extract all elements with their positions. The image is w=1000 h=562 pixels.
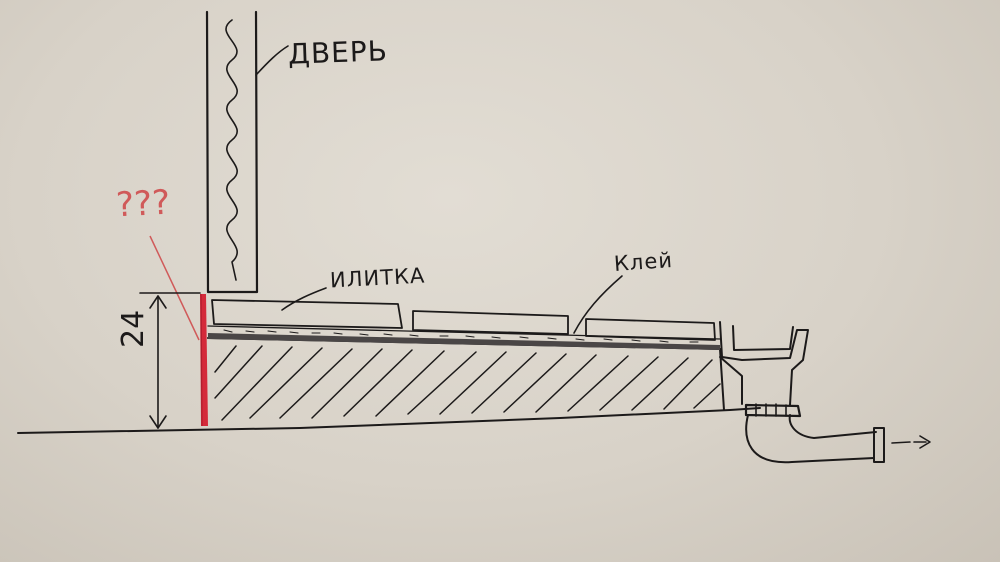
glue-label: Клей [613, 247, 674, 277]
tile-leader-line [281, 287, 327, 311]
door-label: ДВЕРЬ [287, 34, 389, 71]
tile-2 [412, 310, 569, 335]
door-insulation-zigzag [225, 19, 238, 281]
question-leader-line [149, 235, 200, 341]
red-edge-marker [200, 293, 208, 427]
tile-row [211, 275, 716, 341]
glue-leader-line [573, 275, 623, 334]
tile-1 [211, 299, 403, 329]
door-panel [205, 10, 289, 294]
door-leader-line [255, 45, 289, 76]
tile-3 [585, 318, 716, 341]
screed-layer [207, 337, 725, 421]
tile-label: ИЛИТКА [329, 263, 426, 293]
question-marks-label: ??? [114, 182, 172, 226]
flow-arrow [891, 435, 931, 449]
drain-pipe [744, 403, 931, 464]
drain-channel [719, 321, 809, 406]
height-dimension [139, 292, 201, 429]
height-value-label: 24 [116, 309, 151, 348]
ground-line [17, 407, 761, 434]
